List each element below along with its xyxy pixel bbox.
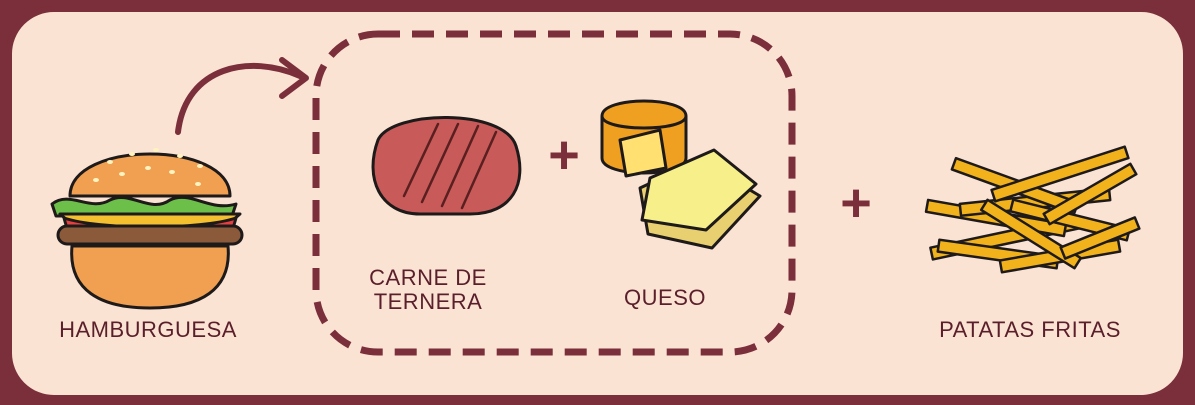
- queso-label: QUESO: [624, 285, 706, 310]
- carne-de-ternera-label: CARNE DE TERNERA: [369, 265, 487, 314]
- plus-sign-outer: +: [840, 173, 872, 233]
- cheese-icon: [600, 99, 762, 250]
- beef-patty-icon: [371, 116, 522, 216]
- patatas-fritas-label: PATATAS FRITAS: [939, 317, 1121, 342]
- curved-arrow-icon: [175, 57, 309, 135]
- plus-sign-inner: +: [548, 125, 580, 185]
- hamburguesa-label: HAMBURGUESA: [59, 317, 237, 342]
- french-fries-icon: [924, 145, 1141, 274]
- ingredients-group-outline: [312, 30, 796, 356]
- hamburger-icon: [50, 148, 244, 310]
